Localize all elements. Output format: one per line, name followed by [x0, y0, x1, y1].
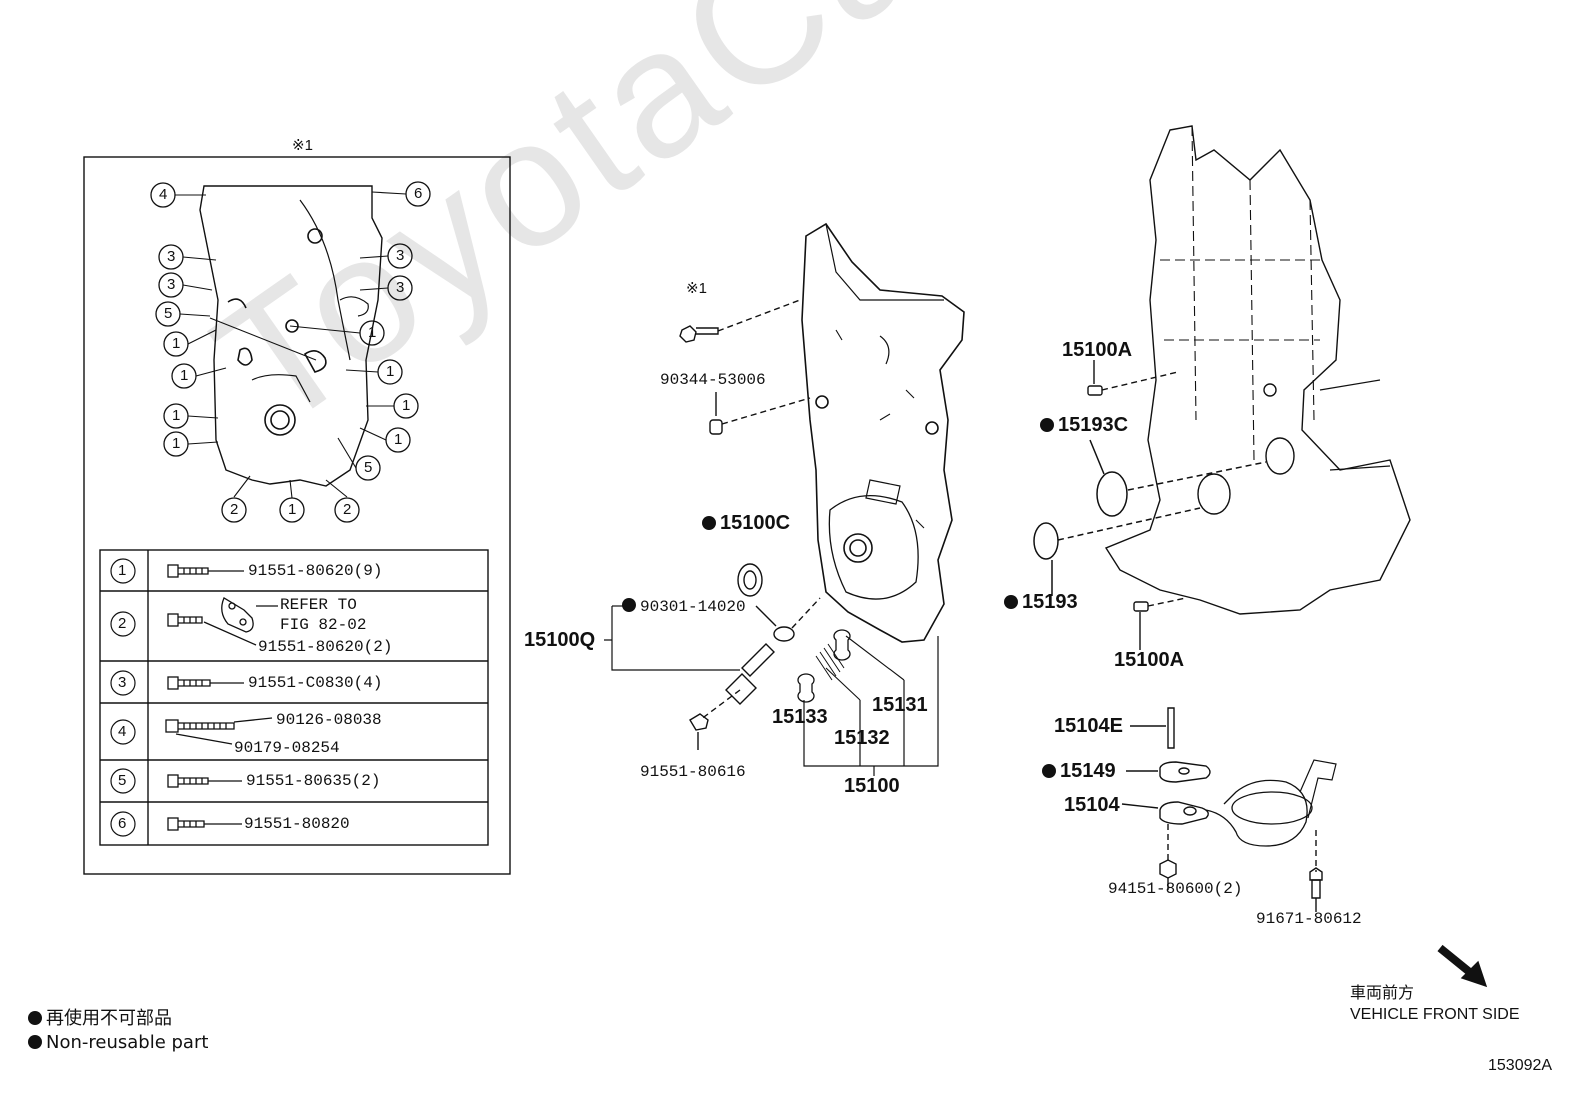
oil-seal-15100C — [737, 563, 763, 597]
table-bolt-icons — [165, 564, 278, 831]
bolt-marker — [679, 299, 801, 343]
label-15193C: 15193C — [1040, 415, 1128, 435]
inset-callout-number: 5 — [164, 305, 173, 322]
inset-callout-number: 1 — [172, 435, 181, 452]
table-note-2b: FIG 82-02 — [280, 616, 367, 634]
inset-callout-number: 3 — [396, 279, 405, 296]
o-ring-90301 — [755, 597, 821, 642]
non-reusable-dot — [1040, 418, 1054, 432]
label-15149: 15149 — [1042, 761, 1116, 781]
label-15104E: 15104E — [1054, 715, 1123, 737]
label-90344-53006: 90344-53006 — [660, 371, 766, 389]
label-15132: 15132 — [834, 727, 890, 749]
o-ring-15193 — [1033, 507, 1201, 596]
table-no-5: 5 — [118, 772, 127, 789]
table-part-4b: 90179-08254 — [234, 739, 340, 757]
label-15100: 15100 — [844, 775, 900, 797]
non-reusable-dot — [622, 598, 636, 612]
table-part-5: 91551-80635(2) — [246, 772, 381, 790]
table-part-1: 91551-80620(9) — [248, 562, 383, 580]
inset-callout-number: 4 — [159, 186, 168, 203]
label-15133: 15133 — [772, 706, 828, 728]
inset-callout-number: 1 — [180, 367, 189, 384]
inset-callout-number: 1 — [172, 335, 181, 352]
inset-callout-number: 3 — [167, 276, 176, 293]
label-15100A-bottom: 15100A — [1114, 649, 1185, 671]
label-15100Q: 15100Q — [524, 629, 596, 651]
inset-callout-number: 2 — [343, 501, 352, 518]
legend-dot — [28, 1035, 42, 1049]
label-15100C: 15100C — [702, 513, 790, 533]
label-15131: 15131 — [872, 694, 928, 716]
inset-table-grid — [99, 549, 489, 846]
inset-callout-number: 6 — [414, 185, 423, 202]
dowel-15100A-top — [1087, 360, 1179, 396]
dowel-nut-90344 — [709, 392, 811, 435]
label-94151-80600: 94151-80600(2) — [1108, 880, 1243, 898]
non-reusable-dot — [1004, 595, 1018, 609]
table-no-1: 1 — [118, 562, 127, 579]
label-91551-80616: 91551-80616 — [640, 763, 746, 781]
inset-callout-number: 1 — [172, 407, 181, 424]
inset-callout-number: 5 — [364, 459, 373, 476]
inset-callout-number: 2 — [230, 501, 239, 518]
legend-dot — [28, 1011, 42, 1025]
relief-valve-parts — [797, 629, 939, 776]
table-no-4: 4 — [118, 723, 127, 740]
front-side-en: VEHICLE FRONT SIDE — [1350, 1006, 1520, 1023]
inset-leaders — [175, 191, 407, 499]
table-note-2a: REFER TO — [280, 596, 357, 614]
label-15193: 15193 — [1004, 592, 1078, 612]
inset-callout-number: 3 — [167, 248, 176, 265]
label-15100A-top: 15100A — [1062, 339, 1133, 361]
inset-table-circles — [110, 558, 136, 837]
non-reusable-dot — [1042, 764, 1056, 778]
inset-cover-outline — [199, 185, 383, 487]
label-90301-14020: 90301-14020 — [622, 598, 746, 615]
inset-frame — [83, 156, 511, 875]
legend-jp: 再使用不可部品 — [28, 1010, 172, 1028]
oil-control-valve-15100Q — [604, 605, 775, 750]
dowel-15100A-bottom — [1133, 597, 1187, 650]
table-no-2: 2 — [118, 615, 127, 632]
non-reusable-dot — [702, 516, 716, 530]
inset-callout-number: 1 — [386, 363, 395, 380]
inset-callout-number: 1 — [368, 324, 377, 341]
label-91671-80612: 91671-80612 — [1256, 910, 1362, 928]
inset-callout-circles — [150, 181, 431, 523]
o-ring-15193C — [1089, 439, 1267, 517]
legend-en: Non-reusable part — [28, 1034, 208, 1052]
table-part-6: 91551-80820 — [244, 815, 350, 833]
bolt-marker-label: ※1 — [686, 280, 707, 297]
timing-chain-cover — [801, 222, 965, 643]
inset-callout-number: 3 — [396, 247, 405, 264]
engine-block — [1104, 125, 1411, 615]
inset-callout-number: 1 — [288, 501, 297, 518]
front-side-jp: 車両前方 — [1350, 985, 1415, 1002]
inset-callout-number: 1 — [402, 397, 411, 414]
table-part-3: 91551-C0830(4) — [248, 674, 383, 692]
table-part-4a: 90126-08038 — [276, 711, 382, 729]
figure-number: 153092A — [1488, 1057, 1553, 1074]
inset-callout-number: 1 — [394, 431, 403, 448]
table-part-2: 91551-80620(2) — [258, 638, 393, 656]
table-no-3: 3 — [118, 674, 127, 691]
front-arrow — [1437, 944, 1488, 988]
oil-strainer-group — [1121, 707, 1337, 912]
label-15104: 15104 — [1064, 794, 1120, 816]
table-no-6: 6 — [118, 815, 127, 832]
inset-marker: ※1 — [292, 137, 313, 154]
